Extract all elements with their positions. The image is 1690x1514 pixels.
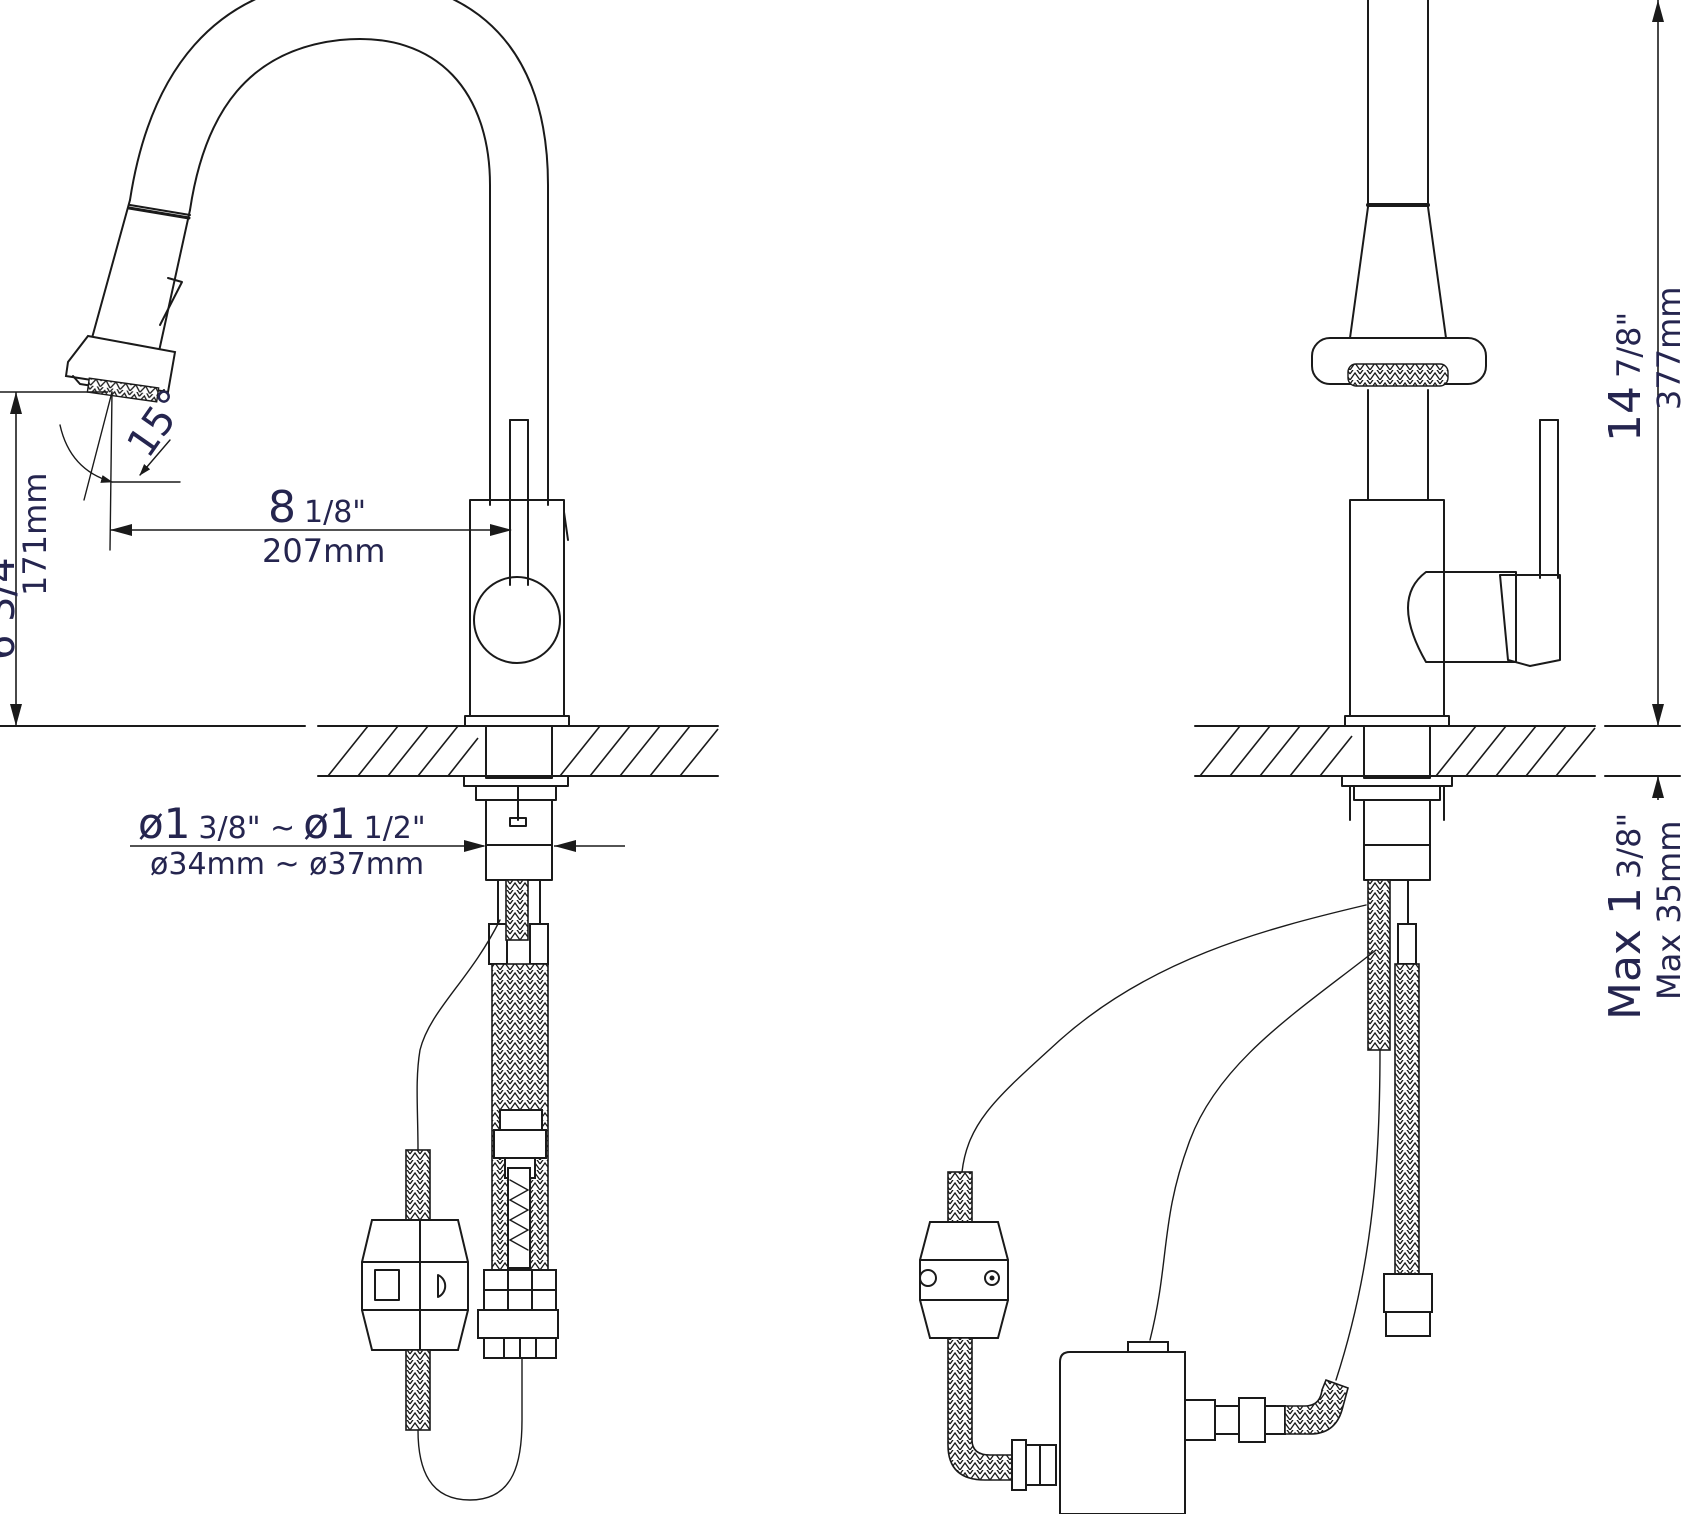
supply-hoses-right — [1367, 879, 1433, 1337]
countertop-left — [0, 725, 719, 777]
deck-thickness-mm: Max 35mm — [1650, 821, 1688, 1000]
hole-diameter-dimension — [130, 840, 625, 852]
faucet-body-left — [463, 419, 570, 881]
front-view: 147/8" 377mm Max 13/8" Max 35mm — [919, 0, 1688, 1514]
spout-height-inch: 6 3/4 — [0, 557, 24, 660]
height-value-mm: 377mm — [1650, 287, 1688, 410]
supply-hoses-left — [477, 879, 559, 1359]
sensor-module-right — [919, 1171, 1013, 1481]
aerator-nozzles — [86, 377, 160, 403]
deck-thickness-inch: Max 13/8" — [1600, 813, 1651, 1020]
side-view: 15° — [0, 0, 719, 1501]
hole-diameter-mm: ø34mm ~ ø37mm — [150, 847, 424, 882]
control-box — [1011, 1341, 1349, 1514]
spout-gooseneck — [129, 0, 549, 506]
height-dimension — [1652, 0, 1664, 800]
sensor-module-left — [361, 919, 523, 1501]
countertop-right — [1194, 725, 1681, 777]
reach-dimension — [110, 524, 512, 536]
spray-angle-lines — [59, 391, 181, 551]
height-value-inch: 147/8" — [1600, 312, 1651, 442]
reach-value-mm: 207mm — [262, 532, 385, 570]
sensor-cables-right — [961, 904, 1381, 1381]
spout-front — [1311, 0, 1487, 501]
spout-height-dimension — [0, 391, 108, 726]
spout-height-mm: 171mm — [16, 473, 54, 596]
spray-head — [64, 199, 191, 403]
faucet-body-right — [1341, 419, 1561, 881]
